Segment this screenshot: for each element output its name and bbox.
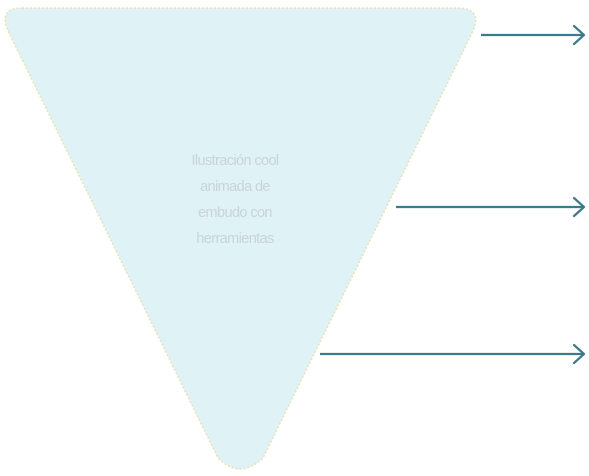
funnel-placeholder-line-3: embudo con [198, 205, 272, 221]
arrow-1 [481, 24, 586, 46]
funnel-placeholder-text: Ilustración cool animada de embudo con h… [160, 148, 310, 252]
funnel-placeholder-line-1: Ilustración cool [191, 153, 279, 169]
arrow-3 [320, 343, 586, 365]
funnel-placeholder-line-2: animada de [200, 179, 270, 195]
arrow-2-head [572, 196, 586, 218]
funnel-shape [4, 7, 477, 470]
arrow-3-head [572, 343, 586, 365]
funnel-placeholder-line-4: herramientas [196, 231, 274, 247]
arrow-2 [396, 196, 586, 218]
arrow-1-head [572, 24, 586, 46]
